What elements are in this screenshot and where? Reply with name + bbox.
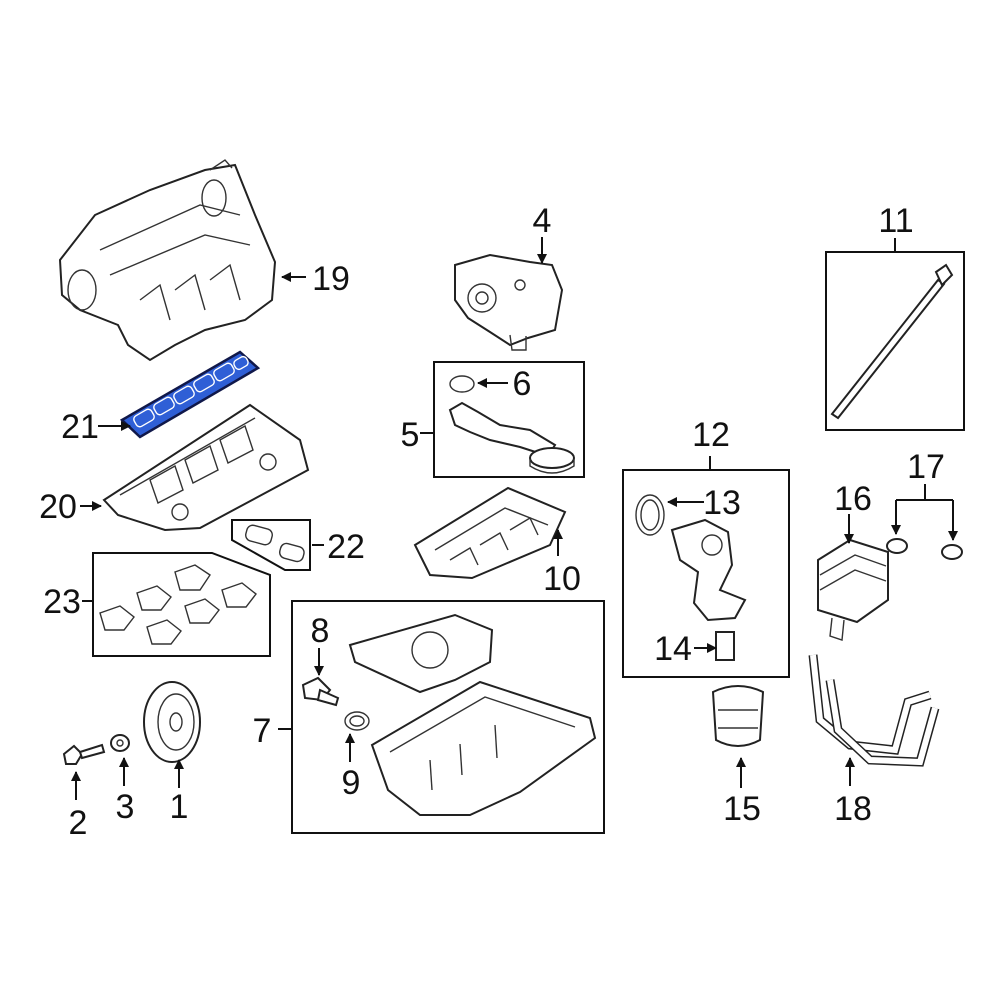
box-7 [291, 600, 605, 834]
callout-5: 5 [401, 416, 420, 454]
box-11 [825, 251, 965, 431]
callout-16: 16 [834, 480, 872, 518]
callout-4: 4 [533, 202, 552, 240]
callout-9: 9 [342, 764, 361, 802]
callout-22: 22 [327, 528, 365, 566]
callout-18: 18 [834, 790, 872, 828]
callout-13: 13 [703, 484, 741, 522]
crankshaft-pulley[interactable] [143, 681, 201, 763]
callout-6: 6 [513, 365, 532, 403]
box-23 [92, 552, 271, 657]
box-22 [231, 519, 311, 571]
callout-15: 15 [723, 790, 761, 828]
intake-manifold-upper[interactable] [58, 159, 277, 362]
intake-manifold-lower[interactable] [102, 403, 310, 532]
callout-21: 21 [61, 408, 99, 446]
washer[interactable] [110, 734, 130, 752]
oil-cooler[interactable] [817, 538, 889, 641]
oil-pump[interactable] [454, 253, 564, 351]
callout-8: 8 [311, 612, 330, 650]
callout-20: 20 [39, 488, 77, 526]
callout-12: 12 [692, 416, 730, 454]
pulley-bolt[interactable] [62, 743, 106, 765]
callout-1: 1 [170, 788, 189, 826]
callout-17: 17 [907, 448, 945, 486]
leader-lines [71, 237, 958, 800]
callout-3: 3 [116, 788, 135, 826]
hose-clamps[interactable] [886, 538, 963, 560]
callout-labels: 1 2 3 4 5 6 7 8 9 10 11 12 13 14 15 16 1… [39, 202, 945, 842]
oil-filter[interactable] [711, 685, 765, 747]
callout-10: 10 [543, 560, 581, 598]
callout-2: 2 [69, 804, 88, 842]
callout-7: 7 [253, 712, 272, 750]
windage-tray[interactable] [413, 486, 567, 580]
callout-23: 23 [43, 583, 81, 621]
cooler-lines[interactable] [808, 654, 940, 767]
callout-19: 19 [312, 260, 350, 298]
callout-11: 11 [878, 202, 913, 240]
intake-gasket-highlighted[interactable] [119, 350, 261, 439]
callout-14: 14 [654, 630, 692, 668]
box-5 [433, 361, 585, 478]
